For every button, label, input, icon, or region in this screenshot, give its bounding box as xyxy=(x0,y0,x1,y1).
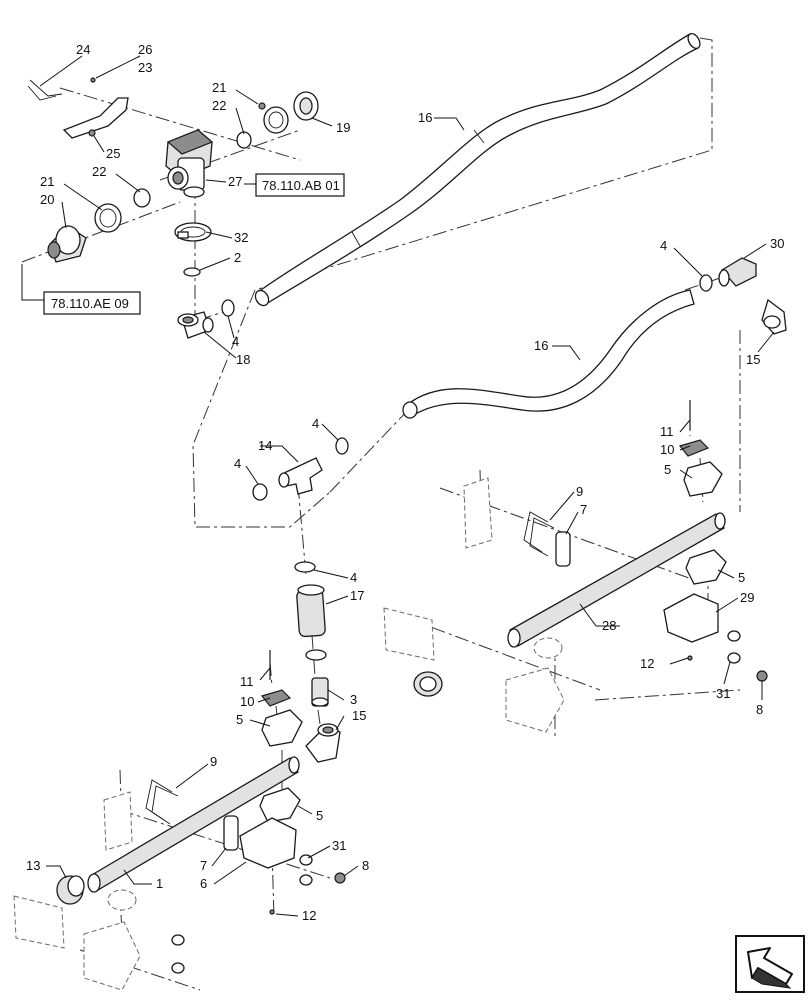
callout-18: 18 xyxy=(236,352,250,367)
callout-31: 31 xyxy=(332,838,346,853)
callout-26: 26 xyxy=(138,42,152,57)
callout-16: 16 xyxy=(534,338,548,353)
callout-12: 12 xyxy=(302,908,316,923)
callout-16: 16 xyxy=(418,110,432,125)
callout-11: 11 xyxy=(660,424,674,439)
right-boom-tube xyxy=(383,400,768,733)
callout-3: 3 xyxy=(350,692,357,707)
callout-5: 5 xyxy=(738,570,745,585)
callout-4: 4 xyxy=(312,416,319,431)
callout-10: 10 xyxy=(240,694,254,709)
callout-5: 5 xyxy=(236,712,243,727)
callout-25: 25 xyxy=(106,146,120,161)
callout-4: 4 xyxy=(660,238,667,253)
callout-23: 23 xyxy=(138,60,152,75)
callout-21: 21 xyxy=(40,174,54,189)
callout-8: 8 xyxy=(756,702,763,717)
callout-28: 28 xyxy=(602,618,616,633)
left-boom-tube xyxy=(13,650,346,991)
assembly-lines xyxy=(21,37,741,991)
callout-10: 10 xyxy=(660,442,674,457)
callout-5: 5 xyxy=(316,808,323,823)
callout-4: 4 xyxy=(234,456,241,471)
callout-2: 2 xyxy=(234,250,241,265)
callout-29: 29 xyxy=(740,590,754,605)
callout-22: 22 xyxy=(92,164,106,179)
tee-branch xyxy=(252,437,349,763)
callout-8: 8 xyxy=(362,858,369,873)
callout-27: 27 xyxy=(228,174,242,189)
callout-32: 32 xyxy=(234,230,248,245)
callout-13: 13 xyxy=(26,858,40,873)
callout-22: 22 xyxy=(212,98,226,113)
callout-6: 6 xyxy=(200,876,207,891)
reference-box-ae[interactable]: 78.110.AE 09 xyxy=(43,291,141,315)
callout-21: 21 xyxy=(212,80,226,95)
callout-4: 4 xyxy=(350,570,357,585)
callout-19: 19 xyxy=(336,120,350,135)
reference-ab-label: 78.110.AB 01 xyxy=(262,178,340,193)
reference-ae-label: 78.110.AE 09 xyxy=(51,296,129,311)
callout-31: 31 xyxy=(716,686,730,701)
callout-24: 24 xyxy=(76,42,90,57)
callout-30: 30 xyxy=(770,236,784,251)
valve-assembly xyxy=(27,77,319,339)
callout-12: 12 xyxy=(640,656,654,671)
callout-4: 4 xyxy=(232,334,239,349)
callout-5: 5 xyxy=(664,462,671,477)
next-page-arrow-icon[interactable] xyxy=(735,935,805,993)
callout-11: 11 xyxy=(240,674,254,689)
callout-14: 14 xyxy=(258,438,272,453)
callout-1: 1 xyxy=(156,876,163,891)
callout-20: 20 xyxy=(40,192,54,207)
hose-upper xyxy=(254,32,701,307)
callout-9: 9 xyxy=(576,484,583,499)
callout-7: 7 xyxy=(200,858,207,873)
callout-7: 7 xyxy=(580,502,587,517)
hose-lower xyxy=(402,257,787,419)
callout-17: 17 xyxy=(350,588,364,603)
callout-15: 15 xyxy=(352,708,366,723)
callout-15: 15 xyxy=(746,352,760,367)
reference-box-ab[interactable]: 78.110.AB 01 xyxy=(255,173,345,197)
callout-labels: 24 26 23 25 21 22 19 21 22 20 27 32 2 4 … xyxy=(26,42,784,923)
leader-lines xyxy=(39,55,775,917)
callout-9: 9 xyxy=(210,754,217,769)
